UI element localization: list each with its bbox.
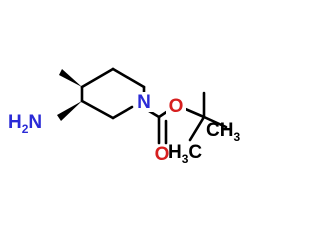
bond-c5-c6 [111,67,146,89]
ring-nitrogen-label: N [137,92,151,113]
methyl-right-label: CH3 [206,120,240,144]
carbonyl-oxygen-label: O [155,144,170,165]
ester-oxygen-label: O [169,96,184,117]
bond-c2-c3 [80,99,115,120]
atom-ester-o: O [166,96,186,117]
bond-c4-c5 [80,67,115,89]
structure-svg: N H2N O O H3C CH3 [8,67,240,166]
atom-n1: N [134,92,154,113]
molecule-diagram: N H2N O O H3C CH3 [8,67,240,166]
bond-ester-o-tbu [181,106,206,119]
atom-methyl-left: H3C [168,142,202,166]
wedge-bond-amino [57,101,82,121]
atom-methyl-right: CH3 [206,120,240,144]
atom-amino: H2N [8,112,42,136]
bond-n1-c2 [111,105,134,120]
wedge-bond-methyl [59,69,82,87]
methyl-left-label: H3C [168,142,202,166]
amino-group-label: H2N [8,112,42,136]
atom-carbonyl-o: O [155,144,170,165]
bond-tbu-right [202,115,228,129]
bond-tbu-left [188,115,206,142]
